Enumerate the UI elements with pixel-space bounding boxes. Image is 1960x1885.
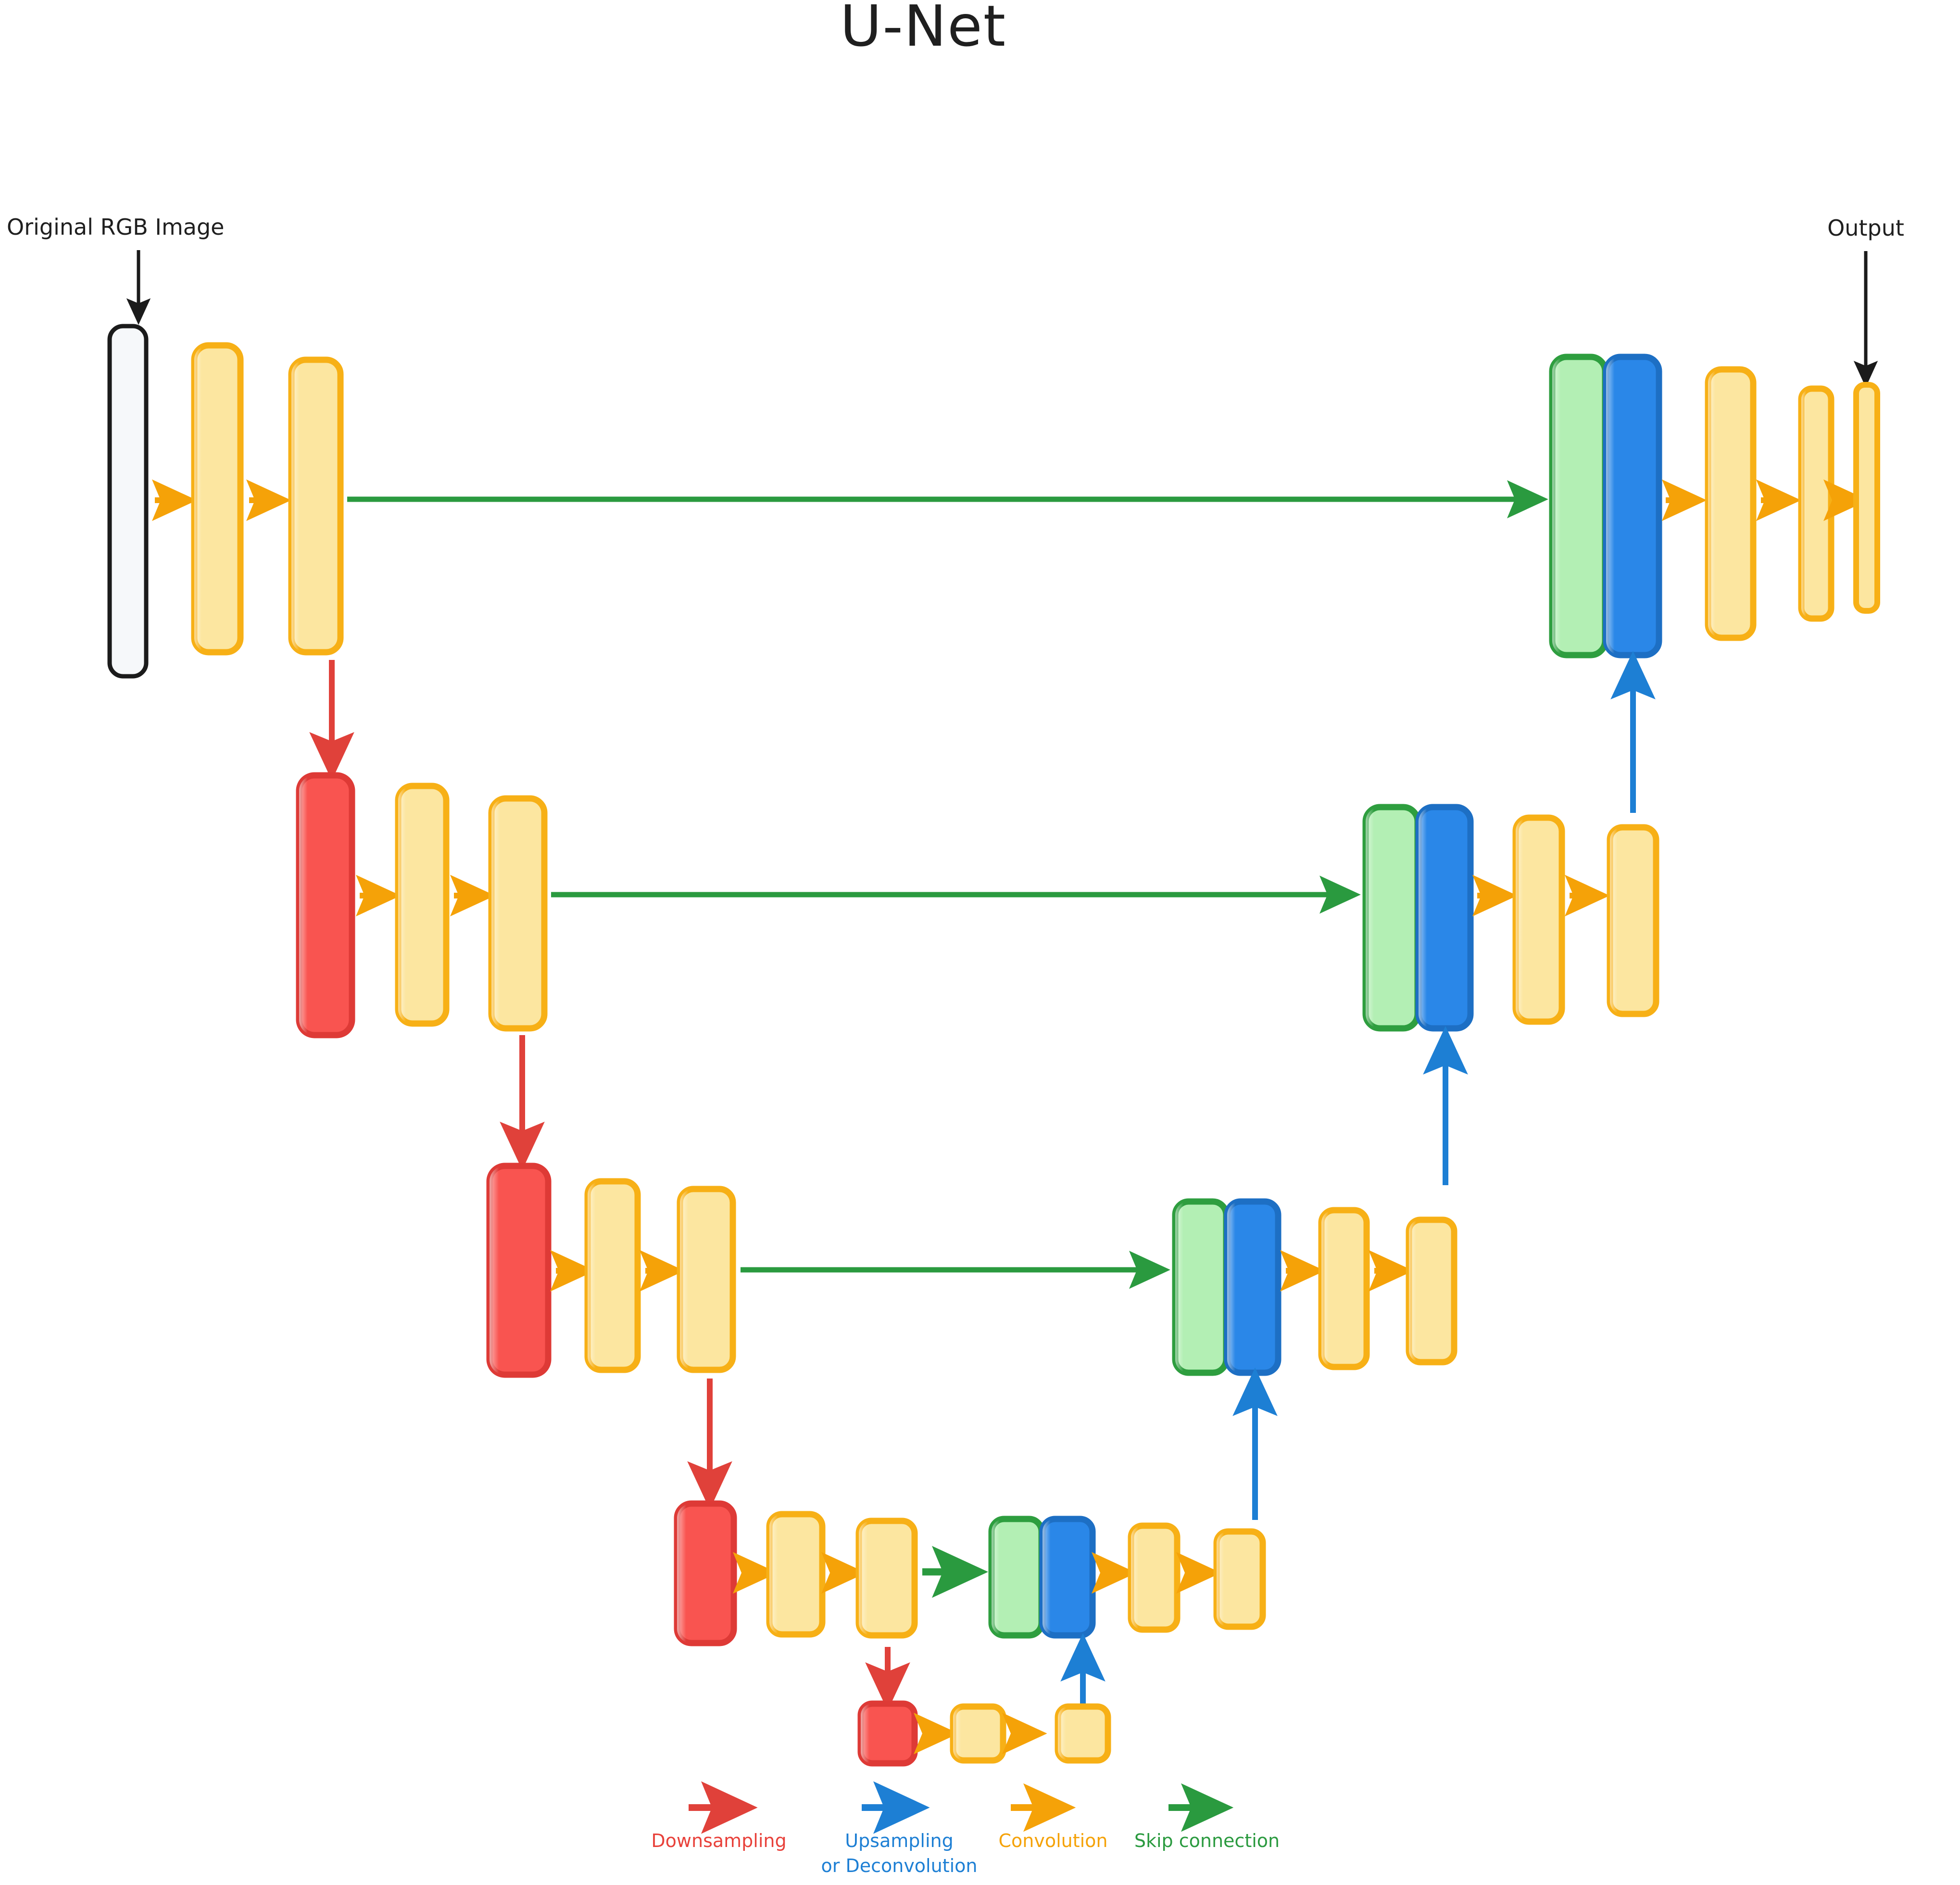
decoder-upsample-block-l4 xyxy=(1039,1516,1096,1639)
decoder-block-l1-2 xyxy=(1798,385,1834,622)
encoder-block-l2-1 xyxy=(395,783,450,1027)
input-image-block xyxy=(107,324,149,679)
decoder-upsample-block-l3 xyxy=(1224,1198,1282,1376)
downsample-block-l3 xyxy=(486,1163,552,1378)
encoder-block-l4-2 xyxy=(855,1518,918,1639)
decoder-skip-block-l1 xyxy=(1549,354,1608,658)
encoder-block-l3-1 xyxy=(584,1178,641,1373)
legend: Downsampling Upsampling or Deconvolution… xyxy=(651,1781,1280,1876)
downsample-block-bottleneck xyxy=(857,1700,918,1767)
decoder-skip-block-l3 xyxy=(1172,1198,1230,1376)
bottleneck-block-2 xyxy=(1055,1703,1111,1764)
legend-skip-label: Skip connection xyxy=(1134,1830,1280,1851)
legend-upsampling-label-line2: or Deconvolution xyxy=(821,1855,978,1876)
decoder-block-l4-1 xyxy=(1128,1522,1181,1633)
encoder-block-l1-1 xyxy=(191,342,244,656)
downsample-block-l2 xyxy=(296,772,355,1038)
output-label: Output xyxy=(1827,215,1904,241)
decoder-block-l1-1 xyxy=(1705,366,1757,641)
decoder-block-l2-2 xyxy=(1607,824,1659,1017)
page-title: U-Net xyxy=(840,0,1006,59)
encoder-block-l4-1 xyxy=(766,1511,826,1638)
legend-upsampling-label: Upsampling xyxy=(845,1830,953,1851)
decoder-skip-block-l4 xyxy=(988,1516,1045,1639)
decoder-block-l4-2 xyxy=(1213,1528,1266,1630)
encoder-block-l2-2 xyxy=(488,795,548,1032)
legend-downsampling-label: Downsampling xyxy=(651,1830,786,1851)
input-label: Original RGB Image xyxy=(7,214,224,240)
decoder-block-l3-2 xyxy=(1406,1216,1457,1366)
encoder-block-l3-2 xyxy=(677,1186,736,1373)
decoder-upsample-block-l2 xyxy=(1415,804,1474,1032)
encoder-block-l1-2 xyxy=(288,356,344,656)
output-block xyxy=(1853,382,1880,614)
decoder-block-l2-1 xyxy=(1512,814,1565,1025)
decoder-block-l3-1 xyxy=(1318,1207,1370,1370)
bottleneck-block-1 xyxy=(950,1703,1006,1764)
downsample-block-l4 xyxy=(674,1500,737,1646)
decoder-upsample-block-l1 xyxy=(1603,354,1662,658)
legend-convolution-label: Convolution xyxy=(998,1830,1107,1851)
decoder-skip-block-l2 xyxy=(1362,804,1421,1032)
